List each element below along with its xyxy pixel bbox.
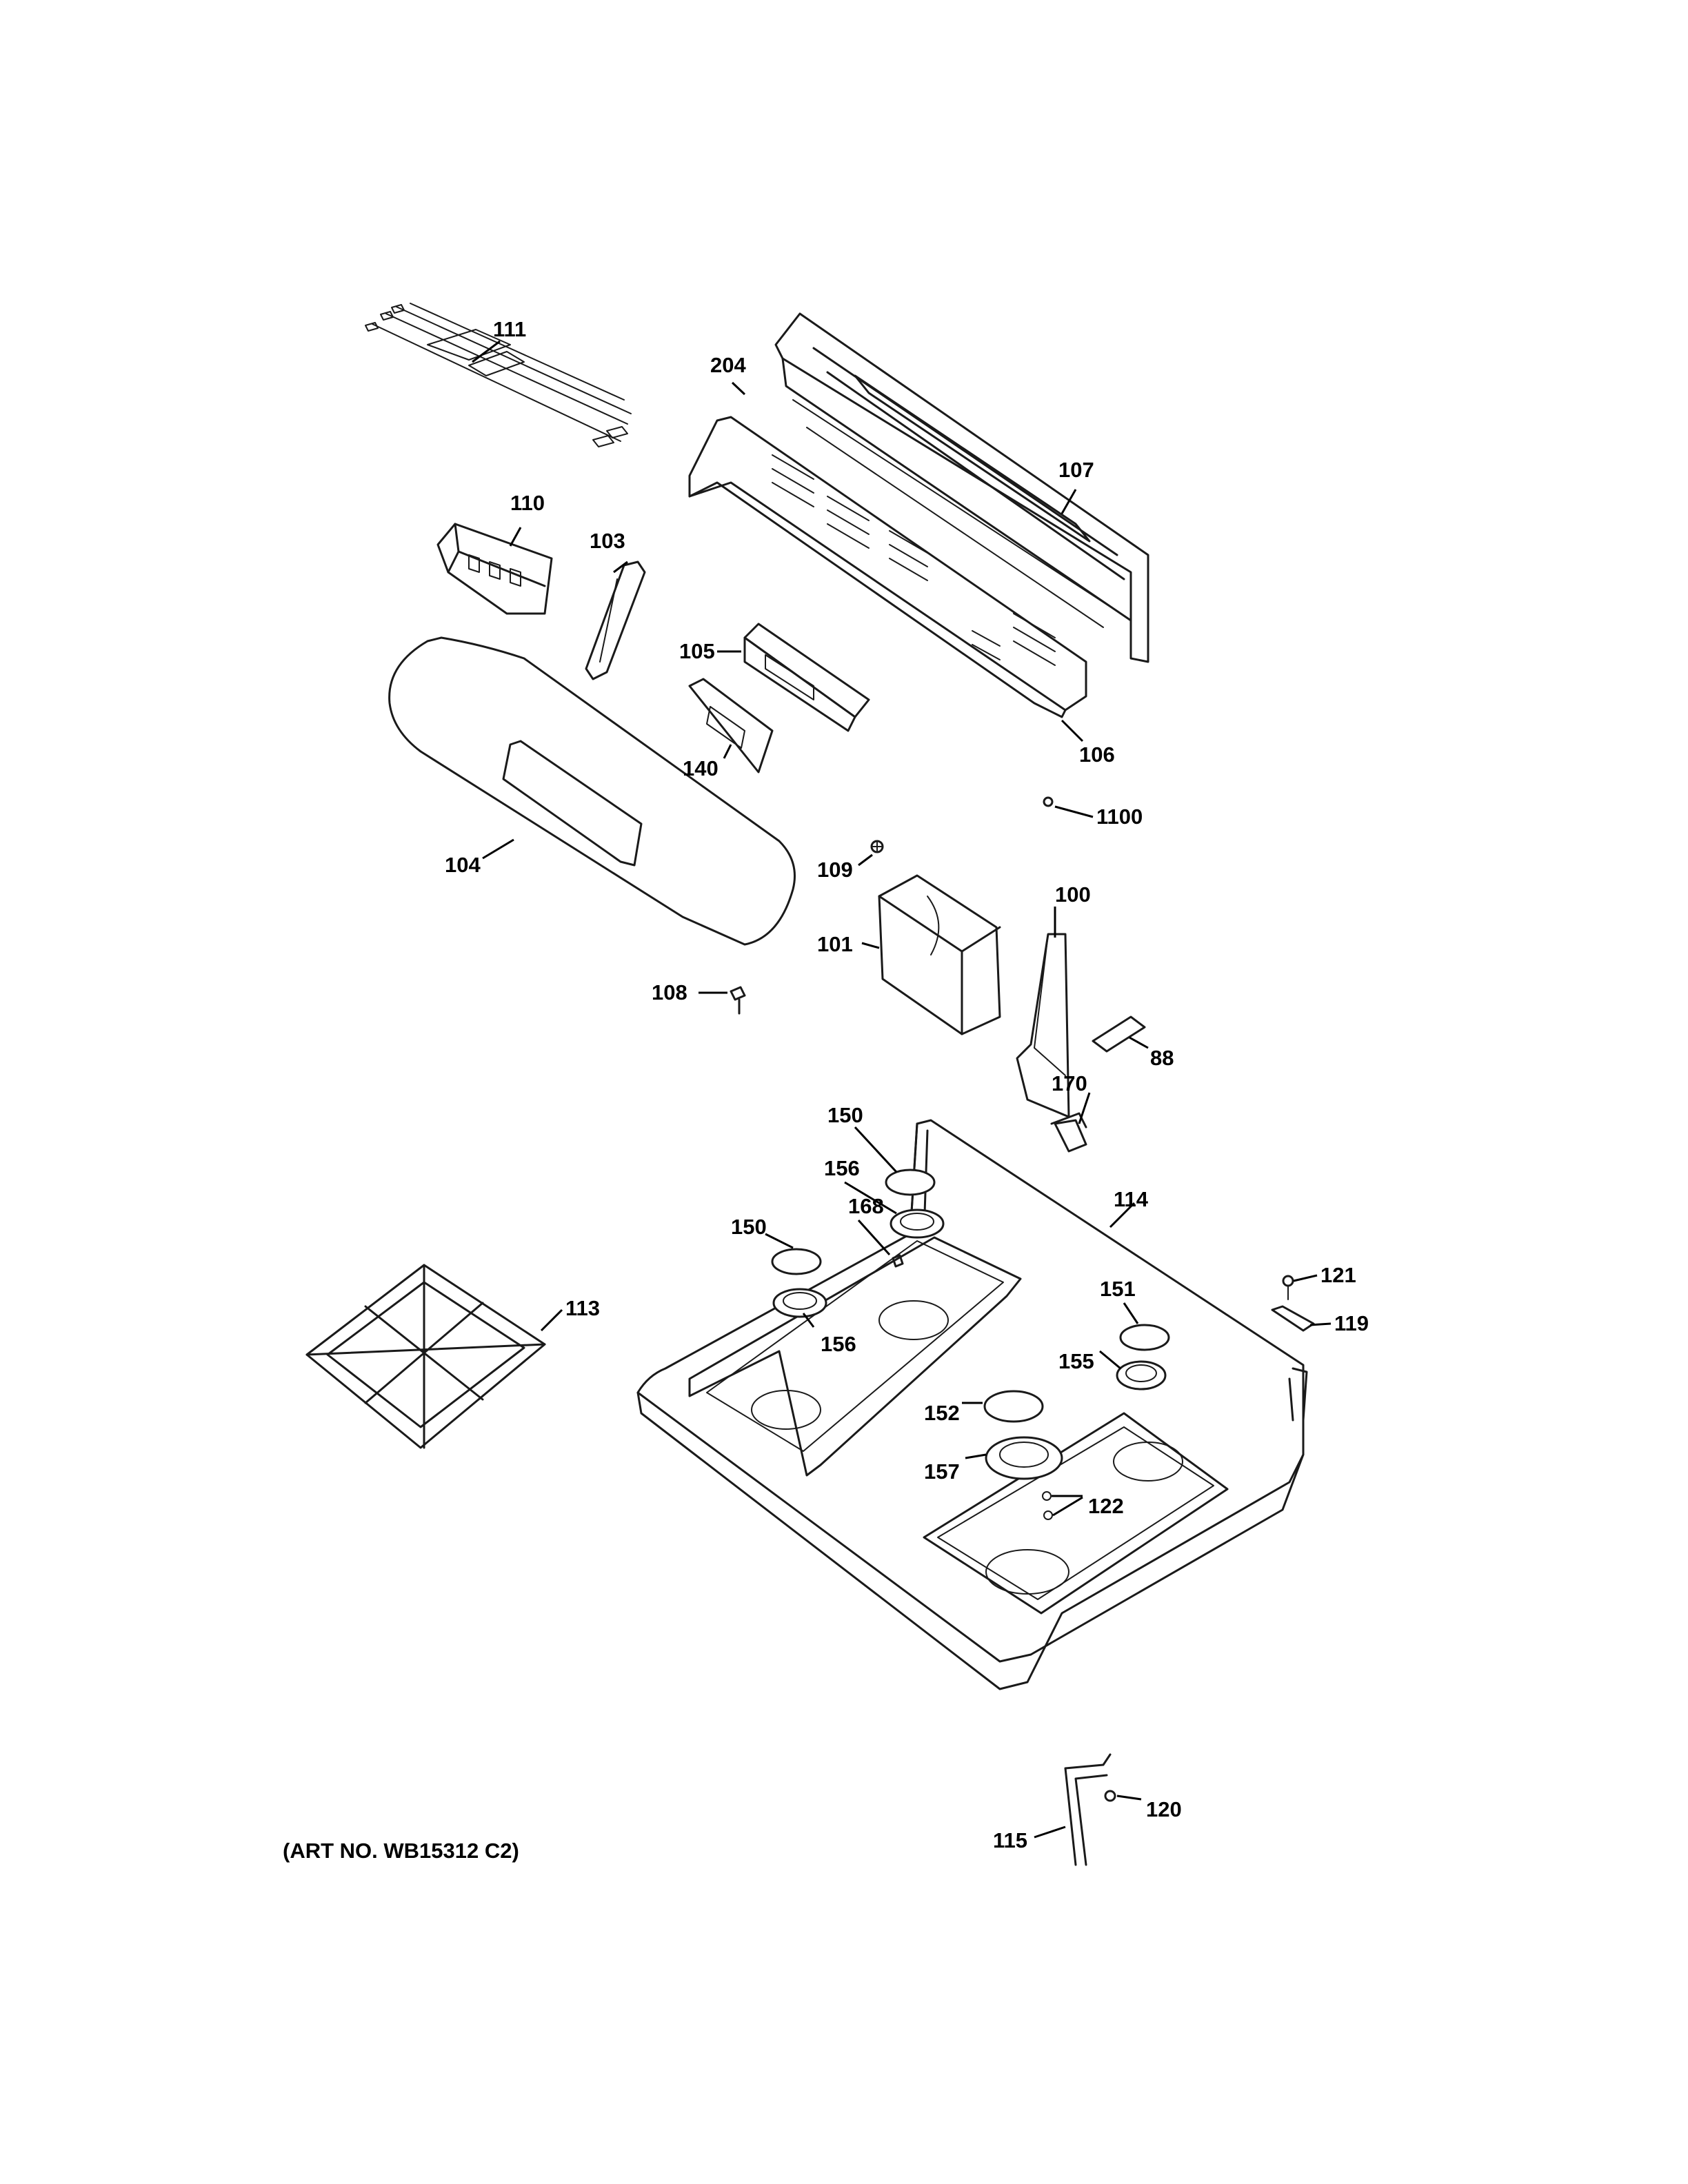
label-120: 120: [1146, 1797, 1182, 1821]
screws-122[interactable]: [1042, 1491, 1053, 1520]
bracket-119[interactable]: [1271, 1305, 1315, 1332]
nut-120[interactable]: [1104, 1790, 1116, 1802]
label-150-rear: 150: [827, 1103, 863, 1127]
igniter-168[interactable]: [892, 1254, 904, 1268]
bracket-101[interactable]: [878, 874, 1001, 1035]
backguard-rear-panel-107[interactable]: [774, 312, 1149, 663]
grate-113[interactable]: [305, 1264, 546, 1449]
burner-cap-150-rear[interactable]: [885, 1169, 936, 1196]
label-156-left: 156: [821, 1332, 856, 1356]
burner-cap-150-left[interactable]: [771, 1248, 822, 1275]
label-113: 113: [565, 1296, 600, 1320]
label-109: 109: [817, 858, 853, 882]
part-labels: 111 204 107 110 103 105 140 106 1100 104…: [445, 317, 1369, 1852]
overlay-140[interactable]: [688, 678, 774, 774]
label-122: 122: [1088, 1494, 1124, 1518]
label-155: 155: [1058, 1349, 1094, 1373]
burner-head-155[interactable]: [1116, 1360, 1167, 1391]
label-156-rear: 156: [824, 1156, 860, 1180]
burner-head-156-left[interactable]: [772, 1288, 827, 1318]
bracket-103[interactable]: [585, 560, 646, 680]
label-170: 170: [1052, 1071, 1087, 1095]
label-157: 157: [924, 1459, 960, 1484]
burner-head-156-rear[interactable]: [890, 1209, 945, 1239]
burner-cap-152[interactable]: [983, 1390, 1044, 1423]
label-101: 101: [817, 932, 853, 956]
label-204: 204: [710, 353, 746, 377]
label-103: 103: [590, 529, 625, 553]
clip-88[interactable]: [1092, 1015, 1146, 1053]
burner-head-157[interactable]: [985, 1436, 1063, 1480]
screw-1100[interactable]: [1043, 796, 1054, 807]
inner-rear-panel-106[interactable]: [688, 416, 1087, 718]
electronic-control-105[interactable]: [743, 623, 870, 732]
label-115: 115: [993, 1828, 1027, 1852]
label-108: 108: [652, 980, 687, 1004]
label-107: 107: [1058, 458, 1094, 482]
terminal-block-110[interactable]: [436, 523, 553, 615]
leader-lines: [472, 340, 1332, 1839]
label-1100: 1100: [1096, 805, 1143, 829]
screw-109[interactable]: [870, 840, 884, 853]
label-151: 151: [1100, 1277, 1136, 1301]
label-104: 104: [445, 853, 481, 877]
screw-108[interactable]: [730, 986, 746, 1015]
label-150-left: 150: [731, 1215, 767, 1239]
label-114: 114: [1114, 1187, 1149, 1211]
burner-cap-151[interactable]: [1119, 1324, 1170, 1351]
control-panel-104[interactable]: [388, 636, 796, 946]
art-number: (ART NO. WB15312 C2): [283, 1839, 519, 1863]
label-110: 110: [510, 491, 545, 515]
label-168: 168: [848, 1194, 884, 1218]
label-152: 152: [924, 1401, 960, 1425]
manifold-115[interactable]: [1064, 1753, 1112, 1866]
bracket-100[interactable]: [1016, 933, 1070, 1118]
label-88: 88: [1150, 1046, 1174, 1070]
label-111: 111: [493, 317, 526, 341]
label-119: 119: [1334, 1311, 1369, 1335]
label-100: 100: [1055, 882, 1091, 907]
screw-121[interactable]: [1282, 1275, 1294, 1300]
screw-170[interactable]: [1050, 1112, 1087, 1153]
label-106: 106: [1079, 742, 1115, 767]
wire-harness-111[interactable]: [365, 303, 632, 447]
label-121: 121: [1320, 1263, 1356, 1287]
cooktop-114[interactable]: [636, 1119, 1308, 1690]
label-105: 105: [679, 639, 715, 663]
label-140: 140: [683, 756, 719, 780]
